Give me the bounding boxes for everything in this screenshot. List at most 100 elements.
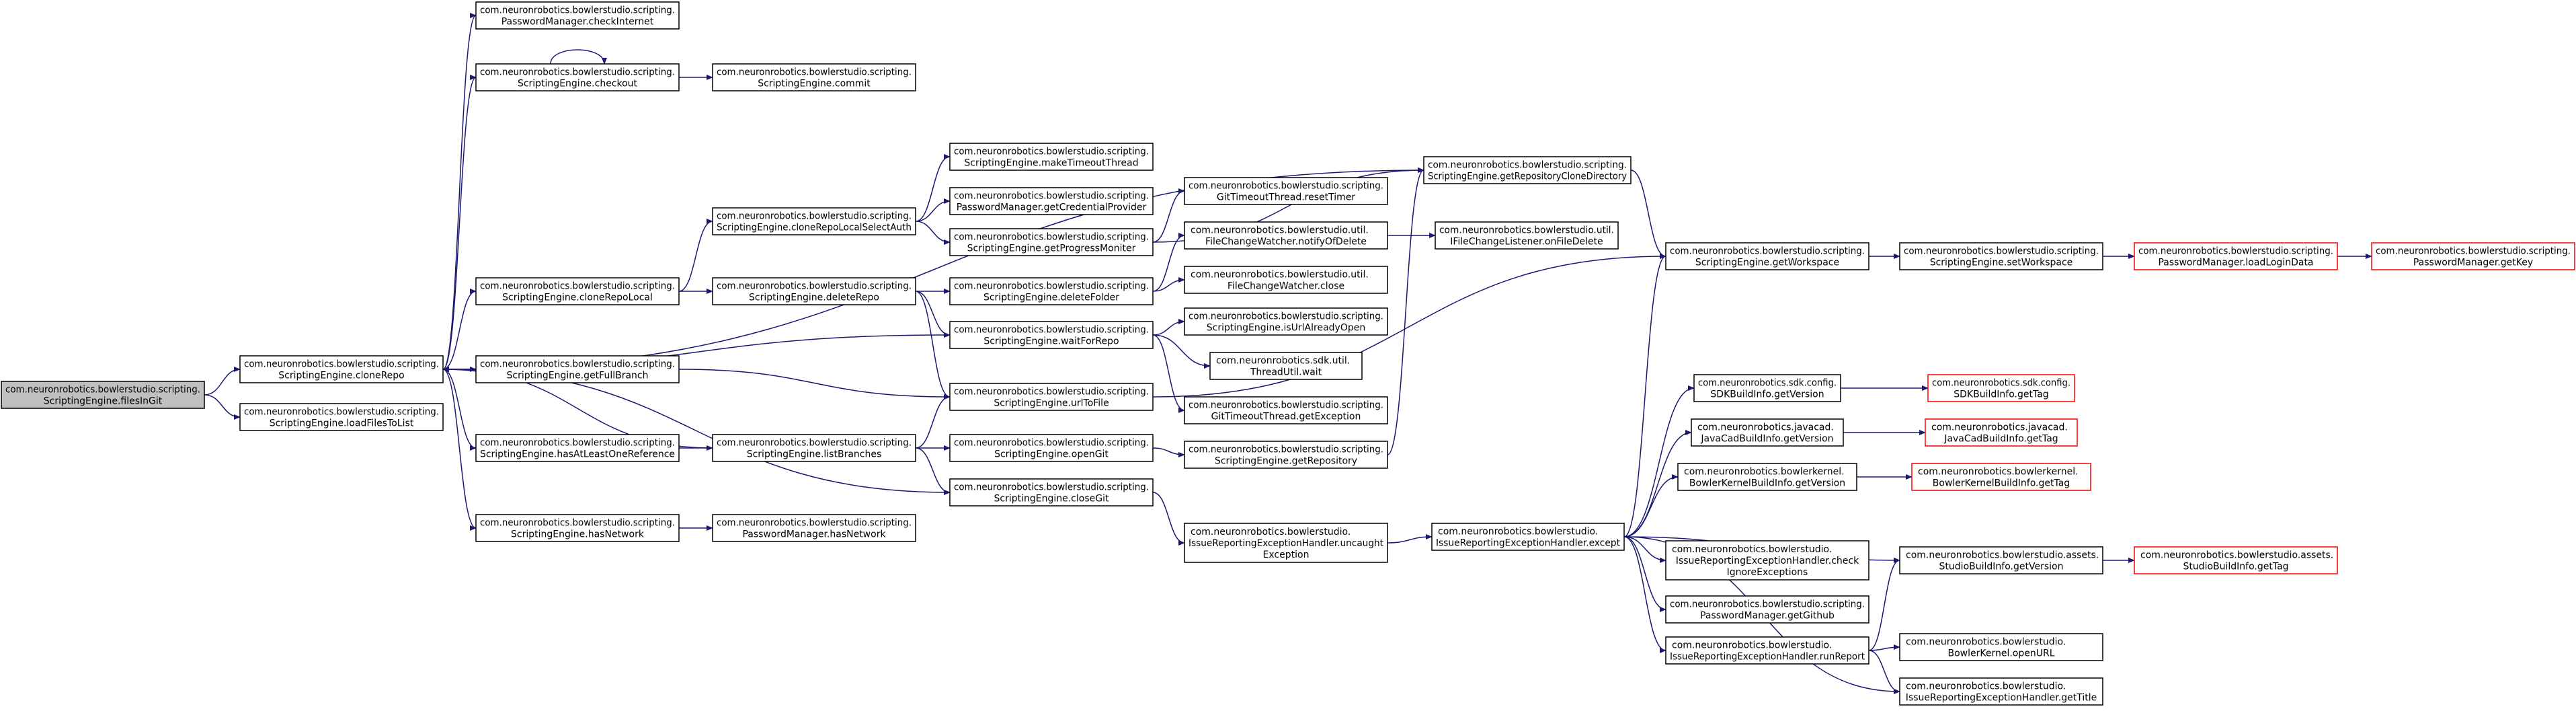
node-get-title[interactable]: com.neuronrobotics.bowlerstudio.IssueRep… — [1899, 677, 2103, 706]
edge-clone-repo-local-select-auth-to-get-progress-moniter — [915, 221, 951, 245]
node-make-timeout-thread[interactable]: com.neuronrobotics.bowlerstudio.scriptin… — [949, 143, 1154, 171]
node-box — [1691, 418, 1844, 447]
node-open-git[interactable]: com.neuronrobotics.bowlerstudio.scriptin… — [949, 434, 1154, 462]
node-clone-repo-local-select-auth[interactable]: com.neuronrobotics.bowlerstudio.scriptin… — [712, 207, 916, 235]
node-load-files-to-list[interactable]: com.neuronrobotics.bowlerstudio.scriptin… — [239, 403, 444, 431]
node-get-exception[interactable]: com.neuronrobotics.bowlerstudio.scriptin… — [1184, 396, 1388, 424]
node-is-url-already-open[interactable]: com.neuronrobotics.bowlerstudio.scriptin… — [1184, 307, 1388, 336]
node-label-line: com.neuronrobotics.bowlerstudio.scriptin… — [1670, 246, 1865, 257]
node-checkout[interactable]: com.neuronrobotics.bowlerstudio.scriptin… — [475, 63, 680, 91]
edge-delete-folder-to-fcw-close — [1152, 277, 1185, 292]
node-label-line: com.neuronrobotics.bowlerstudio.scriptin… — [954, 387, 1149, 398]
node-except[interactable]: com.neuronrobotics.bowlerstudio.IssueRep… — [1431, 523, 1625, 551]
node-reset-timer[interactable]: com.neuronrobotics.bowlerstudio.scriptin… — [1184, 177, 1388, 205]
node-clone-repo[interactable]: com.neuronrobotics.bowlerstudio.scriptin… — [239, 355, 444, 383]
edge-files-in-git-to-load-files-to-list — [204, 394, 241, 420]
node-notify-of-delete[interactable]: com.neuronrobotics.bowlerstudio.util.Fil… — [1184, 221, 1388, 250]
node-label-line: com.neuronrobotics.bowlerstudio.util. — [1191, 270, 1369, 280]
node-label-line: SDKBuildInfo.getVersion — [1710, 389, 1824, 400]
node-label-line: com.neuronrobotics.bowlerstudio.scriptin… — [717, 211, 912, 222]
node-box — [949, 277, 1154, 305]
node-uncaught-exception[interactable]: com.neuronrobotics.bowlerstudio.IssueRep… — [1184, 523, 1388, 563]
node-box — [1665, 540, 1869, 581]
node-box — [949, 187, 1154, 215]
node-close-git[interactable]: com.neuronrobotics.bowlerstudio.scriptin… — [949, 478, 1154, 507]
node-url-to-file[interactable]: com.neuronrobotics.bowlerstudio.scriptin… — [949, 383, 1154, 411]
node-label-line: com.neuronrobotics.bowlerstudio.scriptin… — [1189, 181, 1383, 192]
node-label-line: Exception — [1263, 550, 1310, 560]
node-label-line: IssueReportingExceptionHandler.except — [1436, 538, 1620, 549]
node-box — [1693, 374, 1841, 402]
edge-clone-repo-to-has-network-se — [442, 369, 477, 531]
edge-run-report-to-open-url — [1868, 644, 1900, 651]
node-label-line: GitTimeoutThread.resetTimer — [1217, 192, 1356, 203]
node-wait-for-repo[interactable]: com.neuronrobotics.bowlerstudio.scriptin… — [949, 321, 1154, 349]
node-label-line: com.neuronrobotics.bowlerstudio.scriptin… — [1189, 445, 1383, 455]
edge-delete-repo-to-url-to-file — [915, 291, 951, 400]
node-on-file-delete[interactable]: com.neuronrobotics.bowlerstudio.util.IFi… — [1435, 221, 1619, 250]
node-box — [1899, 633, 2103, 661]
node-run-report[interactable]: com.neuronrobotics.bowlerstudio.IssueRep… — [1665, 636, 1869, 665]
node-check-internet[interactable]: com.neuronrobotics.bowlerstudio.scriptin… — [475, 1, 680, 30]
node-label-line: com.neuronrobotics.bowlerstudio.scriptin… — [954, 325, 1149, 336]
node-label-line: com.neuronrobotics.javacad. — [1931, 422, 2068, 433]
node-box — [1184, 221, 1388, 250]
node-box — [1423, 156, 1632, 184]
node-box — [1435, 221, 1619, 250]
node-has-network-se[interactable]: com.neuronrobotics.bowlerstudio.scriptin… — [475, 514, 680, 542]
edge-files-in-git-to-clone-repo — [204, 367, 241, 396]
node-label-line: com.neuronrobotics.bowlerstudio.scriptin… — [954, 147, 1149, 157]
node-thread-util-wait[interactable]: com.neuronrobotics.sdk.util.ThreadUtil.w… — [1209, 352, 1363, 380]
node-box — [1209, 352, 1363, 380]
node-label-line: com.neuronrobotics.bowlerstudio.scriptin… — [1189, 400, 1383, 411]
node-check-ignore[interactable]: com.neuronrobotics.bowlerstudio.IssueRep… — [1665, 540, 1869, 581]
node-get-github[interactable]: com.neuronrobotics.bowlerstudio.scriptin… — [1665, 595, 1869, 624]
edge-clone-repo-to-close-git — [442, 369, 951, 495]
node-label-line: com.neuronrobotics.bowlerstudio.scriptin… — [954, 281, 1149, 292]
node-get-repository-clone-directory[interactable]: com.neuronrobotics.bowlerstudio.scriptin… — [1423, 156, 1632, 184]
node-fcw-close[interactable]: com.neuronrobotics.bowlerstudio.util.Fil… — [1184, 266, 1388, 294]
node-label-line: IssueReportingExceptionHandler.uncaught — [1189, 538, 1383, 549]
node-jcad-get-version[interactable]: com.neuronrobotics.javacad.JavaCadBuildI… — [1691, 418, 1844, 447]
node-delete-repo[interactable]: com.neuronrobotics.bowlerstudio.scriptin… — [712, 277, 916, 305]
edge-except-to-check-ignore — [1623, 536, 1666, 563]
node-list-branches[interactable]: com.neuronrobotics.bowlerstudio.scriptin… — [712, 434, 916, 462]
node-get-repository[interactable]: com.neuronrobotics.bowlerstudio.scriptin… — [1184, 441, 1388, 469]
node-get-full-branch[interactable]: com.neuronrobotics.bowlerstudio.scriptin… — [475, 355, 680, 383]
edge-run-report-to-studio-get-version — [1868, 558, 1900, 651]
node-jcad-get-tag[interactable]: com.neuronrobotics.javacad.JavaCadBuildI… — [1925, 418, 2078, 447]
node-box — [2134, 242, 2338, 270]
node-get-workspace[interactable]: com.neuronrobotics.bowlerstudio.scriptin… — [1665, 242, 1869, 270]
node-has-at-least-one-reference[interactable]: com.neuronrobotics.bowlerstudio.scriptin… — [475, 434, 680, 462]
node-bk-get-version[interactable]: com.neuronrobotics.bowlerkernel.BowlerKe… — [1677, 463, 1857, 491]
edge-clone-repo-local-select-auth-to-make-timeout-thread — [915, 154, 951, 222]
node-sdk-get-version[interactable]: com.neuronrobotics.sdk.config.SDKBuildIn… — [1693, 374, 1841, 402]
node-box — [475, 514, 680, 542]
node-box — [949, 434, 1154, 462]
node-studio-get-version[interactable]: com.neuronrobotics.bowlerstudio.assets.S… — [1899, 546, 2103, 574]
node-get-key[interactable]: com.neuronrobotics.bowlerstudio.scriptin… — [2371, 242, 2575, 270]
node-files-in-git[interactable]: com.neuronrobotics.bowlerstudio.scriptin… — [1, 381, 205, 409]
node-bk-get-tag[interactable]: com.neuronrobotics.bowlerkernel.BowlerKe… — [1911, 463, 2091, 491]
node-box — [475, 434, 680, 462]
node-label-line: com.neuronrobotics.bowlerstudio.scriptin… — [2138, 246, 2333, 257]
node-clone-repo-local[interactable]: com.neuronrobotics.bowlerstudio.scriptin… — [475, 277, 680, 305]
node-sdk-get-tag[interactable]: com.neuronrobotics.sdk.config.SDKBuildIn… — [1927, 374, 2075, 402]
node-label-line: BowlerKernelBuildInfo.getVersion — [1689, 478, 1845, 489]
node-open-url[interactable]: com.neuronrobotics.bowlerstudio.BowlerKe… — [1899, 633, 2103, 661]
node-studio-get-tag[interactable]: com.neuronrobotics.bowlerstudio.assets.S… — [2134, 546, 2338, 574]
node-label-line: FileChangeWatcher.notifyOfDelete — [1205, 237, 1367, 248]
node-box — [712, 63, 916, 91]
node-get-credential-provider[interactable]: com.neuronrobotics.bowlerstudio.scriptin… — [949, 187, 1154, 215]
node-delete-folder[interactable]: com.neuronrobotics.bowlerstudio.scriptin… — [949, 277, 1154, 305]
node-set-workspace[interactable]: com.neuronrobotics.bowlerstudio.scriptin… — [1899, 242, 2103, 270]
node-label-line: ScriptingEngine.filesInGit — [44, 396, 163, 407]
edge-close-git-to-uncaught-exception — [1152, 492, 1185, 546]
node-has-network-pm[interactable]: com.neuronrobotics.bowlerstudio.scriptin… — [712, 514, 916, 542]
node-label-line: StudioBuildInfo.getTag — [2183, 562, 2288, 572]
node-commit[interactable]: com.neuronrobotics.bowlerstudio.scriptin… — [712, 63, 916, 91]
node-get-progress-moniter[interactable]: com.neuronrobotics.bowlerstudio.scriptin… — [949, 228, 1154, 256]
node-box — [1184, 396, 1388, 424]
node-load-login-data[interactable]: com.neuronrobotics.bowlerstudio.scriptin… — [2134, 242, 2338, 270]
